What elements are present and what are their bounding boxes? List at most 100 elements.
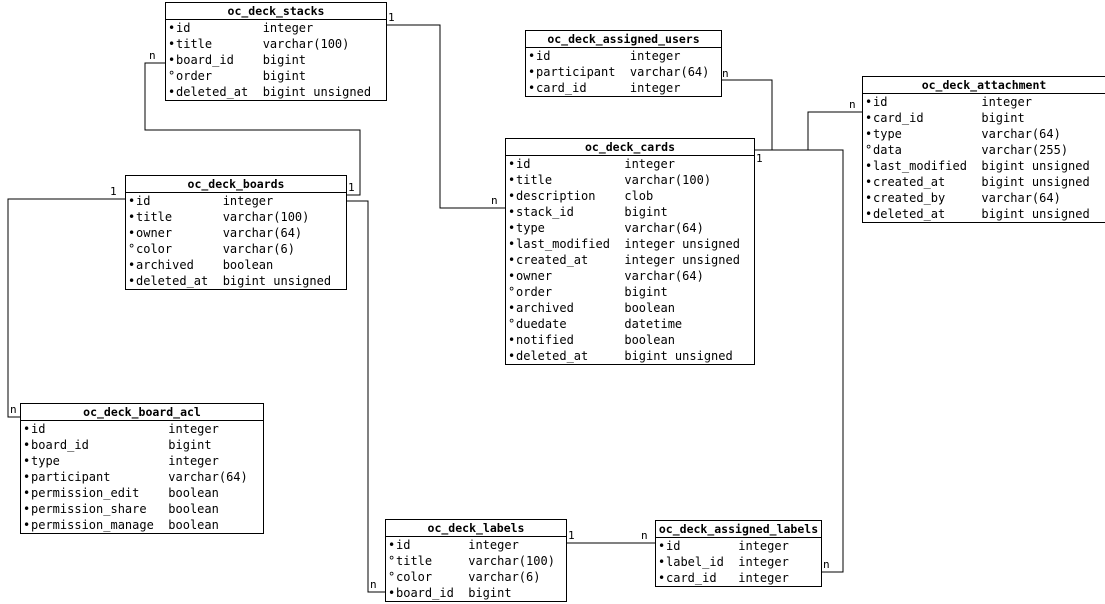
column-name: label_id	[666, 555, 724, 569]
column-name: board_id	[176, 53, 234, 67]
required-bullet-icon: •	[23, 470, 31, 484]
table-title: oc_deck_labels	[386, 520, 566, 537]
column-name: permission_edit	[31, 486, 140, 500]
cardinality-label: 1	[348, 181, 355, 194]
cardinality-label: n	[849, 98, 856, 111]
required-bullet-icon: •	[508, 205, 516, 219]
column-type: bigint unsigned	[624, 349, 733, 363]
required-bullet-icon: •	[508, 269, 516, 283]
column-type: bigint	[981, 111, 1025, 125]
column-name: title	[516, 173, 553, 187]
column-name: color	[136, 242, 173, 256]
column-name: id	[136, 194, 151, 208]
column-type: integer	[168, 422, 219, 436]
required-bullet-icon: •	[508, 333, 516, 347]
column-name: id	[516, 157, 531, 171]
required-bullet-icon: •	[128, 194, 136, 208]
column-type: varchar(100)	[262, 37, 350, 51]
column-name: id	[396, 538, 411, 552]
column-type: integer	[981, 95, 1032, 109]
column-type: bigint unsigned	[981, 207, 1090, 221]
required-bullet-icon: •	[658, 555, 666, 569]
column-name: owner	[516, 269, 553, 283]
cardinality-label: n	[149, 49, 156, 62]
table-title: oc_deck_cards	[506, 139, 754, 156]
column-name: id	[666, 539, 681, 553]
column-type: integer	[168, 454, 219, 468]
column-type: boolean	[624, 333, 675, 347]
column-type: varchar(64)	[222, 226, 303, 240]
column-type: integer	[262, 21, 314, 35]
cardinality-label: n	[823, 558, 830, 571]
column-type: integer	[629, 49, 681, 63]
column-name: card_id	[873, 111, 924, 125]
column-type: bigint	[262, 53, 307, 67]
required-bullet-icon: •	[168, 21, 176, 35]
table-title: oc_deck_stacks	[166, 3, 386, 20]
required-bullet-icon: •	[23, 518, 31, 532]
column-name: last_modified	[516, 237, 610, 251]
column-name: permission_share	[31, 502, 147, 516]
column-type: bigint unsigned	[222, 274, 332, 288]
column-name: id	[873, 95, 888, 109]
column-type: varchar(100)	[222, 210, 310, 224]
relationship-line-oc_deck_cards-oc_deck_assigned_labels	[753, 149, 844, 573]
required-bullet-icon: •	[388, 586, 396, 600]
required-bullet-icon: •	[508, 189, 516, 203]
column-type: bigint unsigned	[981, 175, 1090, 189]
nullable-bullet-icon: °	[128, 242, 136, 256]
required-bullet-icon: •	[865, 207, 873, 221]
required-bullet-icon: •	[388, 538, 396, 552]
nullable-bullet-icon: °	[168, 69, 176, 83]
cardinality-label: 1	[568, 529, 575, 542]
required-bullet-icon: •	[658, 571, 666, 585]
required-bullet-icon: •	[865, 175, 873, 189]
nullable-bullet-icon: °	[508, 285, 516, 299]
table-title: oc_deck_assigned_users	[526, 31, 721, 48]
column-name: type	[516, 221, 545, 235]
relationship-line-oc_deck_boards-oc_deck_board_acl	[7, 198, 125, 418]
required-bullet-icon: •	[528, 49, 536, 63]
column-type: varchar(100)	[624, 173, 712, 187]
